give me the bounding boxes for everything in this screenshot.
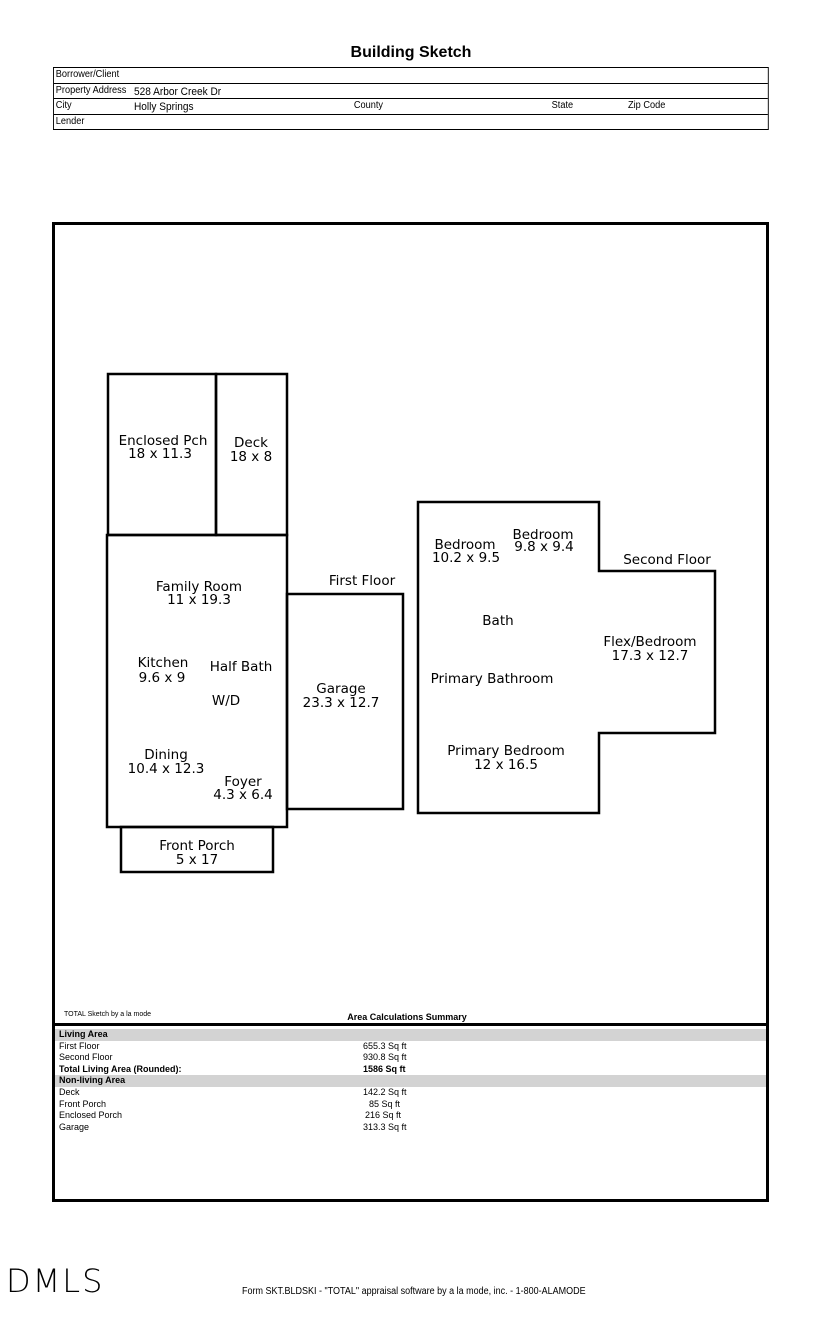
garage-outline <box>285 592 405 811</box>
room-name: Flex/Bedroom <box>603 634 696 650</box>
room-name: Bedroom <box>434 537 495 553</box>
borrower-label: Borrower/Client <box>55 69 120 80</box>
address-value: 528 Arbor Creek Dr <box>133 85 222 98</box>
nonliving-area-header: Non-living Area <box>55 1075 766 1087</box>
zip-label: Zip Code <box>628 100 666 111</box>
room-name: Dining <box>144 747 188 763</box>
room-dims: 11 x 19.3 <box>167 592 231 608</box>
row-label: Garage <box>59 1121 90 1132</box>
row-label: First Floor <box>59 1040 100 1051</box>
room-name: Foyer <box>224 774 262 790</box>
row-label: Second Floor <box>59 1052 113 1063</box>
room-dims: 5 x 17 <box>176 852 218 868</box>
room-name: Front Porch <box>159 838 235 854</box>
room-dims: 18 x 8 <box>230 449 272 465</box>
room-dims: 9.8 x 9.4 <box>514 539 574 555</box>
city-row: City Holly Springs County State Zip Code <box>53 99 768 115</box>
row-value: 313.3 Sq ft <box>363 1121 407 1132</box>
room-name: Kitchen <box>138 655 189 671</box>
city-label: City <box>55 100 72 111</box>
area-summary-table: Living Area First Floor 655.3 Sq ft Secon… <box>55 1029 766 1133</box>
row-value: 142.2 Sq ft <box>363 1086 407 1097</box>
summary-divider <box>55 1023 766 1026</box>
total-label: Total Living Area (Rounded): <box>59 1063 182 1074</box>
room-dims: 10.4 x 12.3 <box>128 761 205 777</box>
room-name: Primary Bathroom <box>431 671 554 687</box>
room-name: W/D <box>212 693 240 709</box>
table-row: Second Floor 930.8 Sq ft <box>55 1052 766 1064</box>
table-row: First Floor 655.3 Sq ft <box>55 1041 766 1053</box>
summary-title: Area Calculations Summary <box>347 1012 467 1022</box>
state-label: State <box>551 100 574 111</box>
room-dims: 17.3 x 12.7 <box>612 648 689 664</box>
row-value: 930.8 Sq ft <box>363 1052 407 1063</box>
room-name: Bath <box>482 613 513 629</box>
row-label: Deck <box>59 1086 80 1097</box>
property-header-table: Borrower/Client Property Address 528 Arb… <box>53 67 769 130</box>
room-dims: 23.3 x 12.7 <box>303 695 380 711</box>
address-row: Property Address 528 Arbor Creek Dr <box>53 84 768 99</box>
sketch-frame <box>52 222 769 1202</box>
county-label: County <box>353 100 383 111</box>
total-value: 1586 Sq ft <box>363 1063 406 1074</box>
living-area-header: Living Area <box>55 1029 766 1041</box>
room-name: Enclosed Pch <box>119 433 208 449</box>
room-dims: 18 x 11.3 <box>128 446 192 462</box>
city-value: Holly Springs <box>133 101 194 113</box>
room-name: Family Room <box>156 579 242 595</box>
total-row: Total Living Area (Rounded): 1586 Sq ft <box>55 1064 766 1076</box>
page-title: Building Sketch <box>350 44 472 61</box>
front-porch-outline <box>119 825 275 874</box>
table-row: Enclosed Porch 216 Sq ft <box>55 1110 766 1122</box>
table-row: Garage 313.3 Sq ft <box>55 1122 766 1134</box>
room-name: Primary Bedroom <box>447 743 565 759</box>
nonliving-area-header-label: Non-living Area <box>59 1075 126 1086</box>
form-footer: Form SKT.BLDSKI - "TOTAL" appraisal soft… <box>242 1286 586 1297</box>
borrower-row: Borrower/Client <box>53 68 768 84</box>
room-dims: 4.3 x 6.4 <box>213 787 273 803</box>
row-value: 85 Sq ft <box>369 1098 401 1109</box>
address-label: Property Address <box>55 84 127 96</box>
row-value: 216 Sq ft <box>365 1110 402 1121</box>
room-dims: 12 x 16.5 <box>474 757 538 773</box>
second-floor-outline <box>416 500 717 815</box>
row-label: Enclosed Porch <box>59 1110 123 1121</box>
room-name: Deck <box>234 435 268 451</box>
first-floor-label: First Floor <box>329 573 396 589</box>
lender-row: Lender <box>54 115 768 130</box>
table-row: Deck 142.2 Sq ft <box>55 1087 766 1099</box>
dmls-logo: DMLS <box>6 1262 105 1300</box>
room-dims: 10.2 x 9.5 <box>432 550 500 566</box>
table-row: Front Porch 85 Sq ft <box>55 1099 766 1111</box>
room-name: Bedroom <box>512 527 573 543</box>
room-name: Half Bath <box>210 659 273 675</box>
room-name: Garage <box>316 681 365 697</box>
living-area-header-label: Living Area <box>59 1029 108 1039</box>
second-floor-label: Second Floor <box>623 552 711 568</box>
lender-label: Lender <box>55 115 85 127</box>
room-dims: 9.6 x 9 <box>139 670 186 686</box>
row-value: 655.3 Sq ft <box>363 1040 407 1051</box>
sketch-credit: TOTAL Sketch by a la mode <box>64 1011 152 1018</box>
row-label: Front Porch <box>59 1098 107 1109</box>
